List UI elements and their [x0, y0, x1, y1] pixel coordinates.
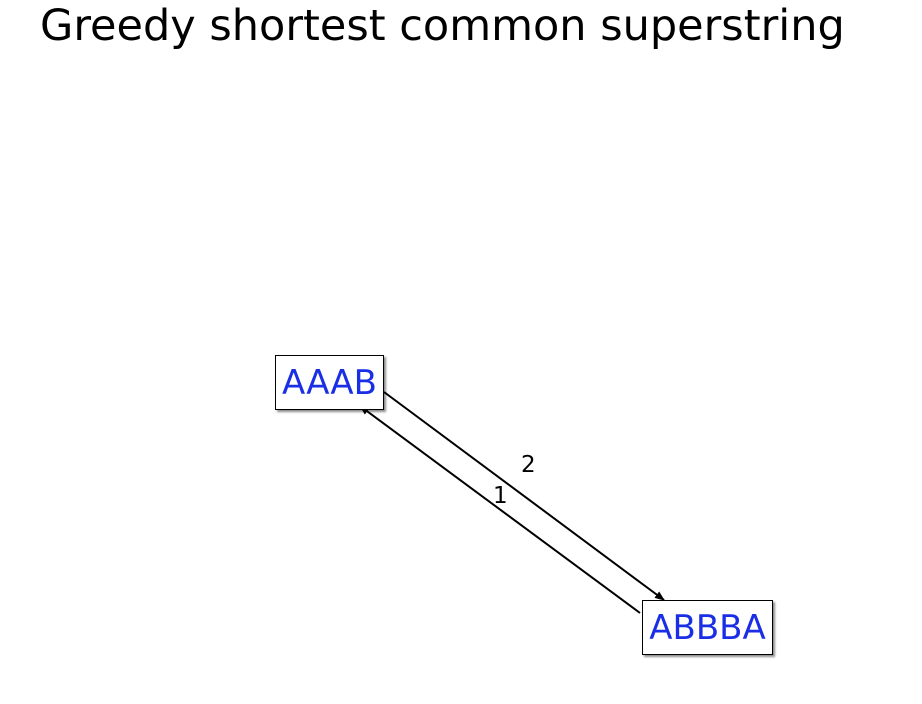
slide-title: Greedy shortest common superstring — [40, 1, 845, 51]
node-abbba: ABBBA — [642, 600, 773, 655]
node-label: ABBBA — [649, 608, 766, 648]
edge-label-abbba-to-aaab: 1 — [493, 483, 508, 509]
node-label: AAAB — [282, 363, 377, 403]
edge-label-aaab-to-abbba: 2 — [521, 452, 536, 478]
edge-aaab-to-abbba — [383, 391, 665, 601]
edge-abbba-to-aaab — [359, 405, 641, 614]
node-aaab: AAAB — [275, 355, 384, 410]
